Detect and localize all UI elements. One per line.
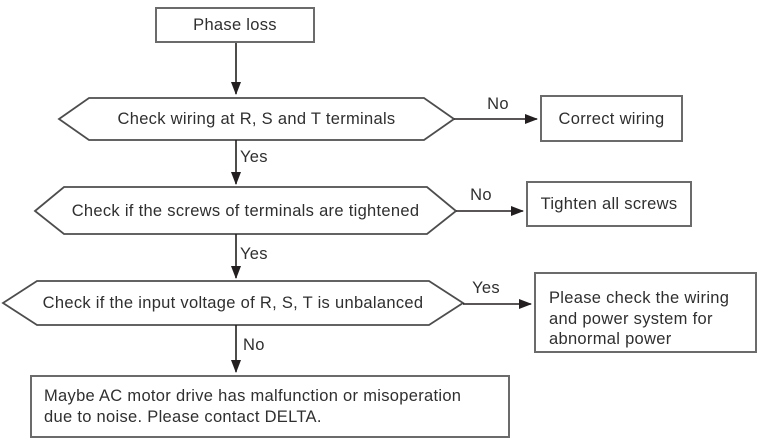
node-correct-wiring-label: Correct wiring <box>558 109 665 128</box>
node-contact-delta-text: Maybe AC motor drive has malfunction or … <box>44 386 461 428</box>
node-check-screws-label: Check if the screws of terminals are tig… <box>71 201 420 220</box>
edge-label-check2-yes: Yes <box>240 245 268 263</box>
node-contact-delta: Maybe AC motor drive has malfunction or … <box>30 375 510 438</box>
node-contact-delta-line2: due to noise. Please contact DELTA. <box>44 407 322 426</box>
node-check-voltage-label: Check if the input voltage of R, S, T is… <box>42 294 424 312</box>
node-tighten-screws: Tighten all screws <box>526 181 692 227</box>
edge-label-check3-yes: Yes <box>472 279 500 297</box>
node-phase-loss-label: Phase loss <box>193 16 277 34</box>
edge-label-check1-no: No <box>487 95 509 113</box>
edge-label-check2-no: No <box>470 186 492 204</box>
node-contact-delta-line1: Maybe AC motor drive has malfunction or … <box>44 386 462 405</box>
hexagon-check-voltage-shape <box>1 280 465 326</box>
node-check-screws: Check if the screws of terminals are tig… <box>35 187 456 234</box>
edge-label-check1-yes: Yes <box>240 148 268 166</box>
node-check-wiring-label: Check wiring at R, S and T terminals <box>117 110 396 128</box>
node-tighten-screws-label: Tighten all screws <box>540 195 678 213</box>
node-check-power-system-text: Please check the wiring and power system… <box>549 288 729 350</box>
node-phase-loss: Phase loss <box>155 7 315 43</box>
node-check-power-system-line1: Please check the wiring <box>549 289 730 307</box>
node-check-voltage: Check if the input voltage of R, S, T is… <box>3 281 463 325</box>
edge-label-check3-no: No <box>243 336 265 354</box>
node-check-wiring: Check wiring at R, S and T terminals <box>59 99 454 139</box>
node-check-power-system: Please check the wiring and power system… <box>534 272 757 353</box>
node-check-power-system-line3: abnormal power <box>549 330 672 348</box>
node-correct-wiring: Correct wiring <box>540 95 683 142</box>
node-check-power-system-line2: and power system for <box>549 309 713 328</box>
